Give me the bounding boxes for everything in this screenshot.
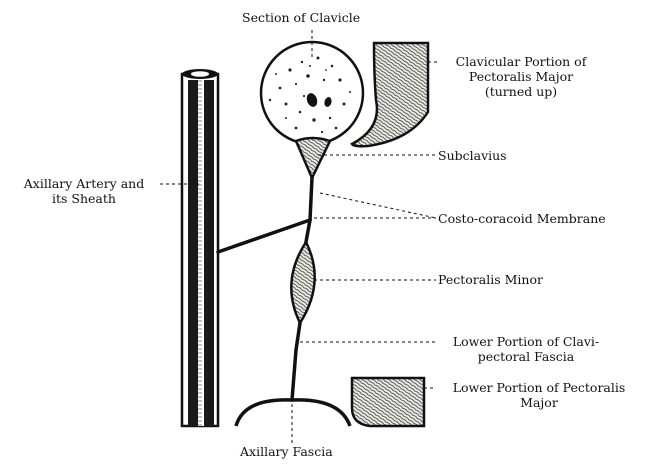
- label-lower-pectoralis-major-line1: Lower Portion of Pectoralis: [436, 380, 642, 395]
- label-subclavius: Subclavius: [438, 148, 507, 163]
- label-lower-clavipectoral-fascia-line2: pectoral Fascia: [436, 349, 616, 364]
- label-lower-pectoralis-major-line2: Major: [436, 395, 642, 410]
- label-costo-coracoid-membrane: Costo-coracoid Membrane: [438, 211, 606, 226]
- label-section-of-clavicle: Section of Clavicle: [242, 10, 360, 25]
- label-pectoralis-minor: Pectoralis Minor: [438, 272, 543, 287]
- label-axillary-artery-line1: Axillary Artery and: [4, 176, 164, 191]
- label-lower-clavipectoral-fascia-line1: Lower Portion of Clavi-: [436, 334, 616, 349]
- axillary-artery: [182, 69, 218, 426]
- label-clavicular-portion-line3: (turned up): [436, 84, 606, 99]
- label-clavicular-portion-line1: Clavicular Portion of: [436, 54, 606, 69]
- label-lower-clavipectoral-fascia: Lower Portion of Clavi- pectoral Fascia: [436, 334, 616, 364]
- subclavius-muscle: [296, 138, 330, 178]
- pectoralis-minor-muscle: [291, 242, 314, 323]
- axillary-fascia-arch: [236, 400, 350, 426]
- label-lower-pectoralis-major: Lower Portion of Pectoralis Major: [436, 380, 642, 410]
- lower-portion-pectoralis-major: [352, 378, 424, 426]
- label-clavicular-portion: Clavicular Portion of Pectoralis Major (…: [436, 54, 606, 99]
- label-axillary-artery-line2: its Sheath: [4, 191, 164, 206]
- label-axillary-fascia: Axillary Fascia: [240, 444, 333, 459]
- label-clavicular-portion-line2: Pectoralis Major: [436, 69, 606, 84]
- label-axillary-artery: Axillary Artery and its Sheath: [4, 176, 164, 206]
- clavicle-section: [261, 42, 363, 144]
